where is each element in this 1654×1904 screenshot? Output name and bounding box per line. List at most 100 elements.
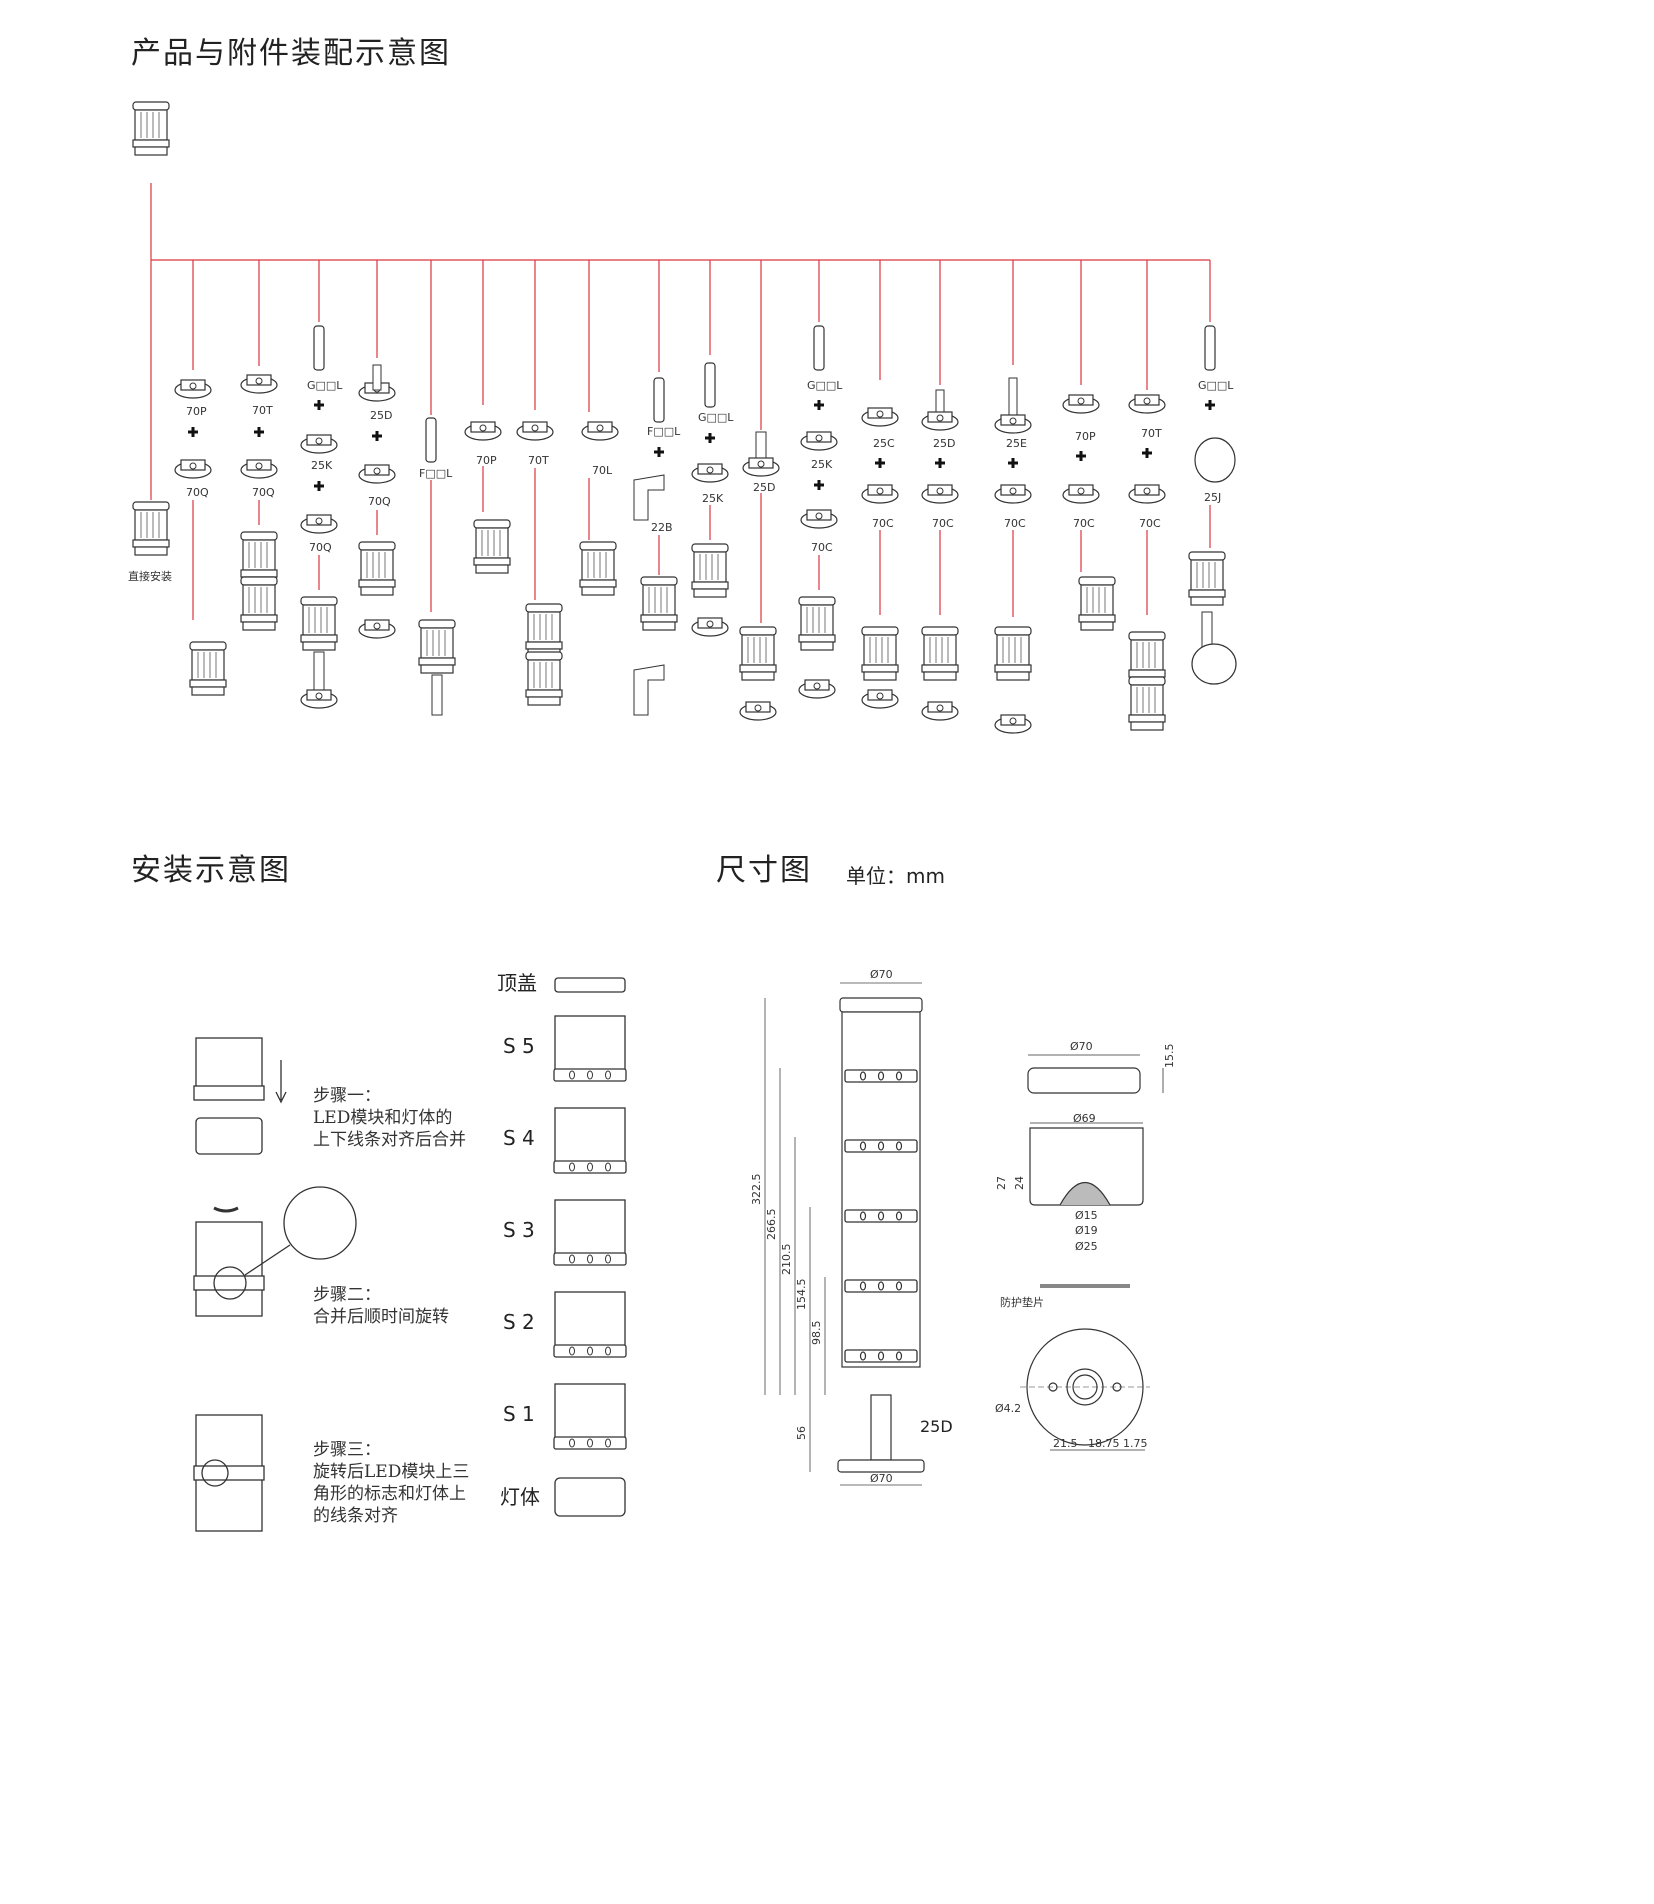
dim-height-5: 98.5	[810, 1321, 823, 1346]
install-section-title: 安装示意图	[131, 853, 291, 888]
dimension-lines	[764, 982, 922, 1486]
stack-label-s2: S 2	[503, 1310, 535, 1334]
part-label: 70C	[1004, 517, 1026, 530]
base-d2: Ø19	[1075, 1224, 1098, 1237]
part-label: G□□L	[698, 411, 734, 424]
dim-top-dia: Ø70	[870, 968, 893, 981]
column-FL: F□□L	[418, 417, 456, 716]
install-step2-diagram	[193, 1186, 357, 1317]
bottom-d2: 18.75	[1088, 1437, 1120, 1450]
module-stack	[553, 977, 627, 1517]
connector-lines	[150, 183, 1211, 623]
stack-label-s1: S 1	[503, 1402, 535, 1426]
stack-label-body: 灯体	[500, 1485, 540, 1509]
base-d3: Ø25	[1075, 1240, 1098, 1253]
part-label: 25K	[811, 458, 833, 471]
base-h2: 24	[1013, 1176, 1026, 1190]
part-label: 70C	[1073, 517, 1095, 530]
base-dia: Ø69	[1073, 1112, 1096, 1125]
part-label: 70P	[476, 454, 497, 467]
column-70T-70C: 70T 70C	[1128, 394, 1166, 731]
part-label: F□□L	[419, 467, 453, 480]
install-step1-diagram	[193, 1037, 287, 1155]
part-label: 70Q	[309, 541, 332, 554]
column-25C-70C: 25C 70C	[861, 407, 899, 709]
main-lamp-icon	[132, 101, 170, 156]
dimension-section-title: 尺寸图	[716, 853, 812, 888]
column-70P-70C: 70P 70C	[1062, 394, 1116, 631]
part-label: 25D	[753, 481, 775, 494]
step3-line3: 的线条对齐	[313, 1506, 398, 1526]
column-GL-25J: G□□L 25J	[1188, 325, 1237, 685]
part-label: 70P	[1075, 430, 1096, 443]
assembly-section-title: 产品与附件装配示意图	[131, 36, 451, 71]
protective-pad	[1040, 1284, 1130, 1288]
part-label: 70C	[932, 517, 954, 530]
step2-text: 步骤二： 合并后顺时间旋转	[313, 1284, 449, 1328]
cap-detail	[1027, 1054, 1164, 1094]
part-label: 25J	[1204, 491, 1221, 504]
dimension-tower	[837, 997, 925, 1473]
part-label: 25D	[370, 409, 392, 422]
base-d1: Ø15	[1075, 1209, 1098, 1222]
stack-label-s5: S 5	[503, 1034, 535, 1058]
part-label: 70T	[528, 454, 549, 467]
part-label: 25E	[1006, 437, 1027, 450]
stack-label-s3: S 3	[503, 1218, 535, 1242]
part-label: 70C	[1139, 517, 1161, 530]
dim-height-1: 322.5	[750, 1174, 763, 1206]
column-FL-22B: F□□L 22B	[633, 377, 681, 716]
dim-pole-label: 25D	[920, 1417, 953, 1436]
column-70T: 70T	[516, 421, 563, 706]
column-70P: 70P	[464, 421, 511, 574]
step3-title: 步骤三：	[313, 1440, 381, 1460]
part-label: 25K	[311, 459, 333, 472]
part-label: 70Q	[252, 486, 275, 499]
dim-height-6: 56	[795, 1426, 808, 1440]
step2-title: 步骤二：	[313, 1285, 381, 1305]
dim-base-dia: Ø70	[870, 1472, 893, 1485]
cap-dia: Ø70	[1070, 1040, 1093, 1053]
column-25D: 25D	[739, 431, 780, 721]
part-label: 25D	[933, 437, 955, 450]
part-label: G□□L	[807, 379, 843, 392]
part-label: G□□L	[307, 379, 343, 392]
bottom-view	[1020, 1328, 1150, 1451]
cap-height: 15.5	[1163, 1044, 1176, 1069]
part-label: 70C	[872, 517, 894, 530]
stack-label-top: 顶盖	[497, 971, 537, 995]
install-step3-diagram	[193, 1414, 265, 1532]
part-label: 22B	[651, 521, 673, 534]
column-25E-70C: 25E 70C	[994, 377, 1032, 734]
step1-line1: LED模块和灯体的	[313, 1108, 453, 1128]
part-label: 70Q	[368, 495, 391, 508]
stack-label-s4: S 4	[503, 1126, 535, 1150]
bottom-hole: Ø4.2	[995, 1402, 1021, 1415]
part-label: 70C	[811, 541, 833, 554]
dim-height-4: 154.5	[795, 1279, 808, 1311]
pad-label: 防护垫片	[1000, 1295, 1044, 1309]
step3-line2: 角形的标志和灯体上	[313, 1484, 466, 1504]
direct-lamp-icon	[132, 501, 170, 556]
column-25D-70C: 25D 70C	[921, 389, 959, 721]
column-70P-70Q: 70P 70Q	[174, 379, 227, 696]
step1-title: 步骤一：	[313, 1086, 381, 1106]
column-GL-25K-70Q: G□□L 25K 70Q	[300, 325, 343, 709]
part-label: 70P	[186, 405, 207, 418]
column-70T-70Q: 70T 70Q	[240, 374, 278, 631]
part-label: 70T	[1141, 427, 1162, 440]
unit-label: 单位：mm	[846, 864, 945, 888]
bottom-d1: 21.5	[1053, 1437, 1078, 1450]
step1-line2: 上下线条对齐后合并	[313, 1130, 466, 1150]
part-label: 25K	[702, 492, 724, 505]
dim-height-3: 210.5	[780, 1244, 793, 1276]
part-label: 70T	[252, 404, 273, 417]
base-detail	[1029, 1122, 1144, 1206]
step1-text: 步骤一： LED模块和灯体的 上下线条对齐后合并	[313, 1085, 466, 1151]
step2-line1: 合并后顺时间旋转	[313, 1307, 449, 1327]
step3-text: 步骤三： 旋转后LED模块上三 角形的标志和灯体上 的线条对齐	[313, 1439, 469, 1527]
base-h1: 27	[995, 1176, 1008, 1190]
step3-line1: 旋转后LED模块上三	[313, 1462, 470, 1482]
part-label: F□□L	[647, 425, 681, 438]
